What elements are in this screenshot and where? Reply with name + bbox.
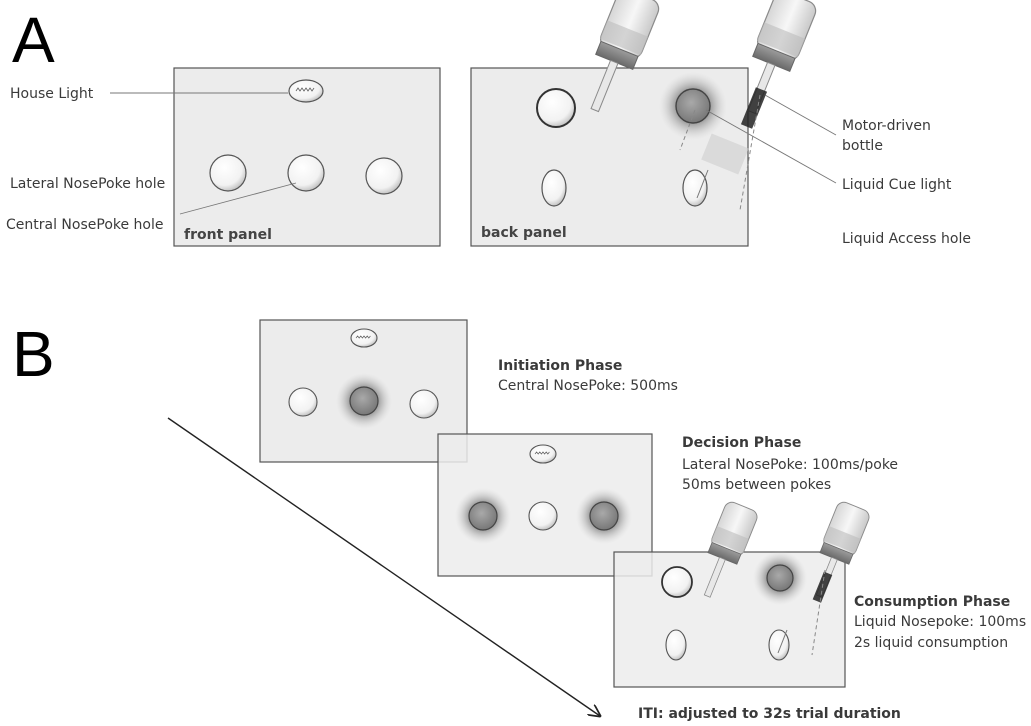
leader-central-nosepoke xyxy=(179,182,297,215)
label-lateral-nosepoke: Lateral NosePoke hole xyxy=(10,176,166,192)
front-panel xyxy=(173,67,441,247)
decision-phase-line-1: Lateral NosePoke: 100ms/poke xyxy=(682,457,899,473)
label-liquid-cue-light: Liquid Cue light xyxy=(842,177,952,193)
consumption-phase-panel xyxy=(613,499,872,688)
liquid-cue-light-icon xyxy=(675,88,711,124)
lateral-nosepoke-hole-right xyxy=(365,157,403,195)
label-central-nosepoke: Central NosePoke hole xyxy=(6,217,164,233)
initiation-phase-title: Initiation Phase xyxy=(498,358,623,374)
decision-phase-title: Decision Phase xyxy=(682,435,802,451)
back-panel xyxy=(470,0,820,247)
initiation-phase-line-1: Central NosePoke: 500ms xyxy=(498,378,678,394)
central-nosepoke-hole xyxy=(287,154,325,192)
house-light-icon xyxy=(288,79,324,103)
label-liquid-access-hole: Liquid Access hole xyxy=(842,231,971,247)
timeline-arrow xyxy=(167,417,600,716)
consumption-phase-title: Consumption Phase xyxy=(854,594,1011,610)
panel-letter-b: B xyxy=(12,318,55,390)
back-panel-name: back panel xyxy=(481,225,567,241)
label-house-light: House Light xyxy=(10,86,94,102)
liquid-access-hole-icon xyxy=(682,169,708,207)
label-motor-bottle-2: bottle xyxy=(842,138,883,154)
decision-phase-line-2: 50ms between pokes xyxy=(682,477,832,493)
initiation-phase-panel xyxy=(259,319,468,463)
leader-motor-bottle xyxy=(764,94,837,136)
consumption-phase-line-2: 2s liquid consumption xyxy=(854,635,1009,651)
consumption-phase-line-1: Liquid Nosepoke: 100ms xyxy=(854,614,1027,630)
leader-cue-light xyxy=(705,109,837,184)
panel-letter-a: A xyxy=(12,4,55,76)
iti-label: ITI: adjusted to 32s trial duration xyxy=(638,706,901,722)
label-motor-bottle-1: Motor-driven xyxy=(842,118,931,134)
lateral-nosepoke-hole-left xyxy=(209,154,247,192)
front-panel-name: front panel xyxy=(184,227,272,243)
